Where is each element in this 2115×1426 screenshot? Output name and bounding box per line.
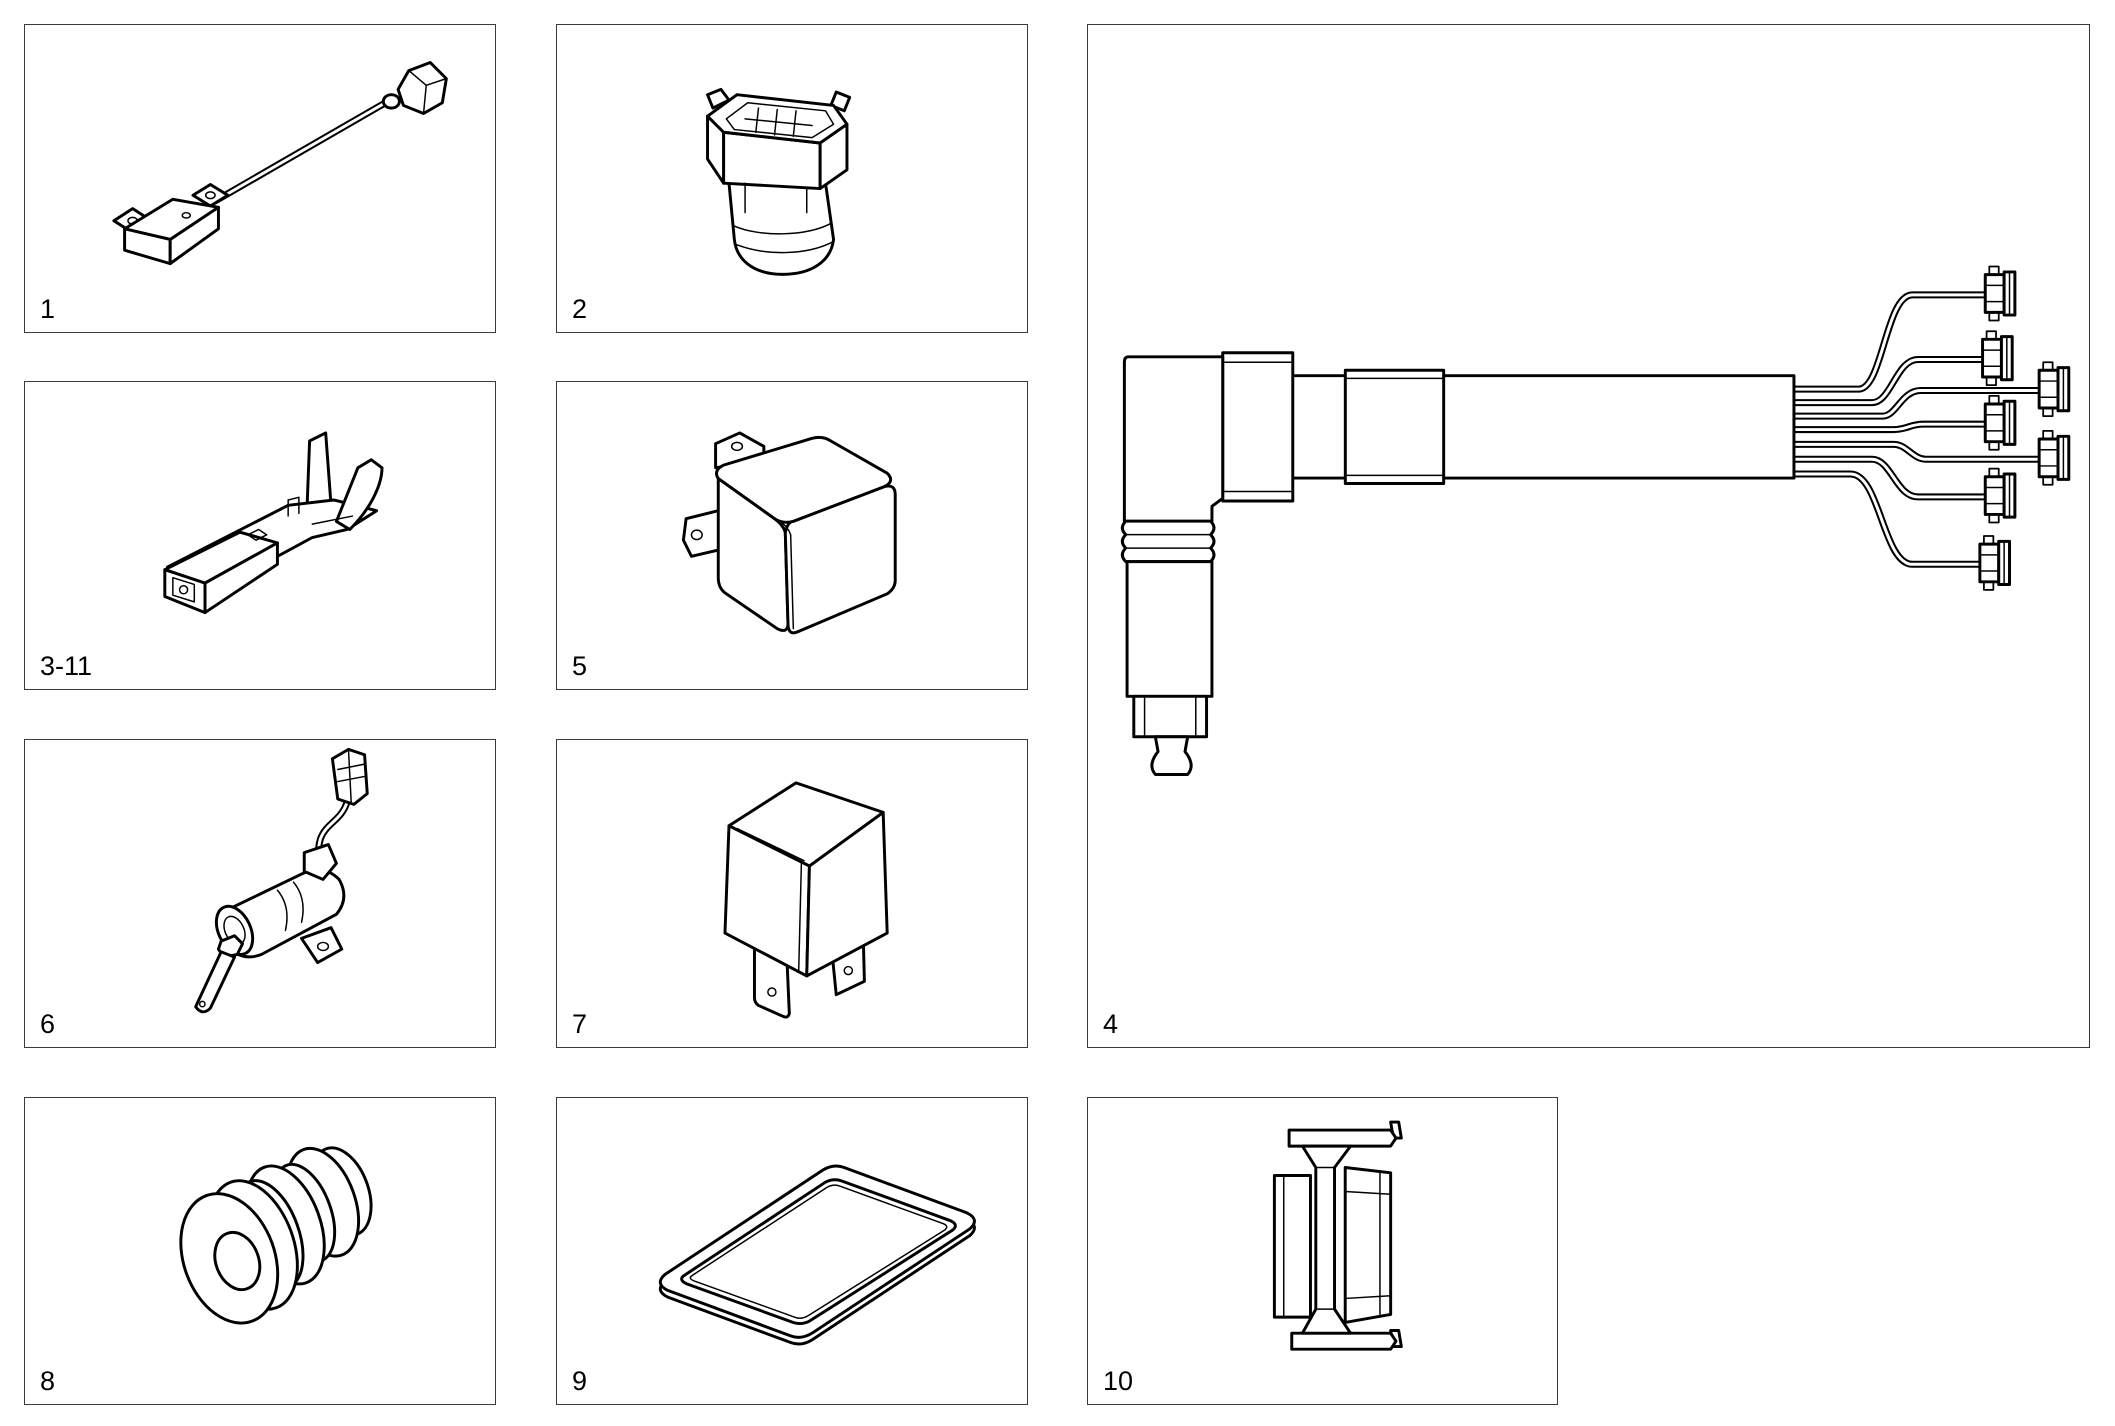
connector-housing-illustration	[706, 87, 852, 276]
part-number-label: 9	[572, 1366, 588, 1396]
sensor-connector	[381, 61, 448, 115]
crimp-terminal	[163, 431, 384, 615]
relay-with-bracket	[681, 431, 897, 635]
part-number-label: 1	[40, 294, 56, 324]
part-number-label: 6	[40, 1009, 56, 1039]
harness-connector	[1983, 394, 2017, 452]
part-number-label: 3-11	[40, 651, 93, 681]
harness-connector	[2037, 360, 2071, 418]
part-number-label: 4	[1103, 1009, 1119, 1039]
actuator	[194, 747, 369, 1014]
grommet-seal	[179, 1146, 373, 1325]
gasket	[658, 1164, 976, 1346]
relay-with-bracket-illustration	[681, 431, 897, 635]
harness-connector	[1983, 265, 2017, 322]
actuator-illustration	[194, 747, 369, 1014]
harness-sleeve	[1120, 351, 1796, 776]
part-panel-3-11: 3-11	[24, 381, 496, 690]
connector-lock	[1272, 1120, 1403, 1351]
sensor-with-cable-illustration	[112, 61, 448, 266]
harness-connector	[1978, 534, 2011, 592]
connector-housing	[706, 87, 852, 276]
part-panel-6: 6	[24, 739, 496, 1048]
wiring-harness-illustration	[1120, 265, 2071, 776]
part-panel-1: 1	[24, 24, 496, 333]
relay-illustration	[723, 781, 889, 1019]
gasket-illustration	[658, 1164, 976, 1346]
harness-connector	[1983, 467, 2017, 525]
terminal-illustration	[163, 431, 384, 615]
part-panel-10: 10	[1087, 1097, 1558, 1405]
part-number-label: 10	[1103, 1366, 1134, 1396]
grommet-seal-illustration	[179, 1146, 373, 1325]
part-panel-7: 7	[556, 739, 1028, 1048]
harness-connector	[1981, 329, 2014, 387]
part-panel-2: 2	[556, 24, 1028, 333]
harness-connector	[2037, 429, 2071, 487]
part-panel-4: 4	[1087, 24, 2090, 1048]
relay	[723, 781, 889, 1019]
harness-wires	[1790, 291, 2043, 568]
sensor-bracket	[112, 183, 230, 266]
part-panel-9: 9	[556, 1097, 1028, 1405]
part-panel-5: 5	[556, 381, 1028, 690]
part-number-label: 2	[572, 294, 588, 324]
sensor-cable	[212, 96, 394, 205]
part-number-label: 7	[572, 1009, 588, 1039]
part-panel-8: 8	[24, 1097, 496, 1405]
part-number-label: 5	[572, 651, 588, 681]
connector-lock-illustration	[1272, 1120, 1403, 1351]
part-number-label: 8	[40, 1366, 56, 1396]
